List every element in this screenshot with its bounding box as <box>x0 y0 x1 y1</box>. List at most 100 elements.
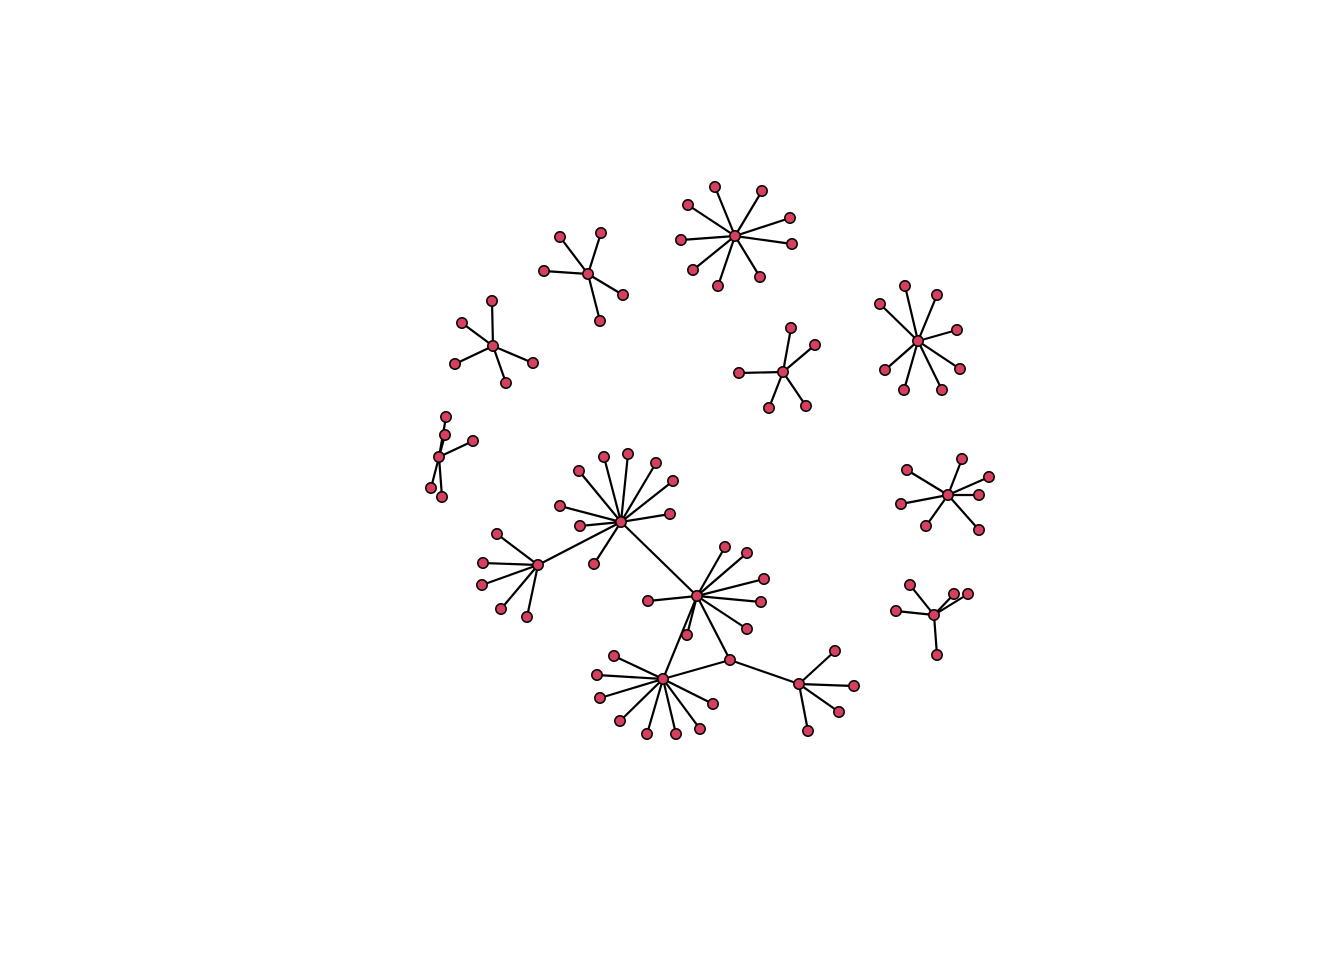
leaf-node <box>709 181 721 193</box>
graph-edge <box>903 285 920 342</box>
leaf-node <box>491 528 503 540</box>
leaf-node <box>594 692 606 704</box>
hub-node <box>942 489 954 501</box>
graph-edge <box>461 322 494 347</box>
hub-node <box>691 590 703 602</box>
graph-edge <box>599 677 664 700</box>
leaf-node <box>833 706 845 718</box>
graph-edge <box>947 494 980 531</box>
leaf-node <box>784 212 796 224</box>
hub-node <box>928 609 940 621</box>
graph-edge <box>696 595 748 630</box>
graph-edge <box>587 273 624 296</box>
graph-edge <box>586 232 603 275</box>
leaf-node <box>973 524 985 536</box>
hub-node <box>657 673 669 685</box>
graph-edge <box>437 456 444 498</box>
graph-edge <box>917 340 961 370</box>
graph-edge <box>559 504 622 524</box>
leaf-node <box>500 377 512 389</box>
graph-edge <box>767 371 785 409</box>
leaf-node <box>440 411 452 423</box>
hub-node <box>487 340 499 352</box>
leaf-node <box>758 573 770 585</box>
graph-edge <box>454 345 494 365</box>
graph-edge <box>696 546 726 597</box>
graph-edge-hub <box>620 521 698 597</box>
leaf-node <box>756 185 768 197</box>
leaf-node <box>554 500 566 512</box>
graph-edge <box>680 234 736 242</box>
leaf-node <box>667 475 679 487</box>
graph-edge <box>593 521 622 565</box>
leaf-node <box>588 558 600 570</box>
leaf-node <box>495 603 507 615</box>
graph-edge <box>559 236 589 275</box>
leaf-node <box>641 728 653 740</box>
leaf-node <box>895 498 907 510</box>
graph-edge <box>662 678 714 705</box>
leaf-node <box>598 451 610 463</box>
leaf-node <box>594 315 606 327</box>
leaf-node <box>809 339 821 351</box>
leaf-node <box>712 280 724 292</box>
graph-edge-hub <box>696 595 731 661</box>
graph-edges <box>429 186 990 735</box>
graph-edge <box>917 328 958 343</box>
graph-edge <box>909 584 935 616</box>
graph-edge <box>543 269 589 276</box>
graph-edge <box>946 458 964 496</box>
leaf-node <box>874 298 886 310</box>
leaf-node <box>650 457 662 469</box>
leaf-node <box>456 317 468 329</box>
graph-edge <box>692 235 736 271</box>
leaf-node <box>467 435 479 447</box>
leaf-node <box>899 280 911 292</box>
leaf-node <box>681 629 693 641</box>
graph-edge <box>917 340 943 391</box>
graph-edge <box>662 678 701 730</box>
graph-edge <box>716 235 737 287</box>
leaf-node <box>931 289 943 301</box>
leaf-node <box>802 725 814 737</box>
leaf-node <box>741 547 753 559</box>
leaf-node <box>477 557 489 569</box>
graph-edge <box>647 594 698 603</box>
graph-edge <box>500 564 539 610</box>
graph-edge <box>902 340 920 391</box>
leaf-node <box>829 645 841 657</box>
leaf-node <box>554 231 566 243</box>
graph-edge <box>798 682 855 688</box>
hub-node <box>724 654 736 666</box>
leaf-node <box>521 611 533 623</box>
leaf-node <box>694 723 706 735</box>
leaf-node <box>973 489 985 501</box>
leaf-node <box>664 508 676 520</box>
graph-edge <box>613 655 664 680</box>
graph-edge <box>525 564 540 618</box>
leaf-node <box>682 199 694 211</box>
leaf-node <box>741 623 753 635</box>
leaf-node <box>983 471 995 483</box>
graph-edge <box>496 533 539 566</box>
graph-edge <box>713 186 737 237</box>
leaf-node <box>617 289 629 301</box>
graph-edge <box>782 371 807 407</box>
leaf-node <box>476 579 488 591</box>
leaf-node <box>574 520 586 532</box>
leaf-node <box>595 227 607 239</box>
hub-node <box>615 516 627 528</box>
graph-edge <box>734 234 793 246</box>
leaf-node <box>538 265 550 277</box>
graph-edge <box>782 344 816 373</box>
graph-edge <box>619 678 664 722</box>
graph-edge-hub <box>661 595 699 680</box>
graph-edge <box>620 512 671 524</box>
graph-edge <box>925 494 949 527</box>
graph-edge <box>602 456 623 523</box>
leaf-node <box>670 728 682 740</box>
graph-edge <box>578 470 622 523</box>
leaf-node <box>675 234 687 246</box>
leaf-node <box>951 324 963 336</box>
leaf-node <box>754 271 766 283</box>
